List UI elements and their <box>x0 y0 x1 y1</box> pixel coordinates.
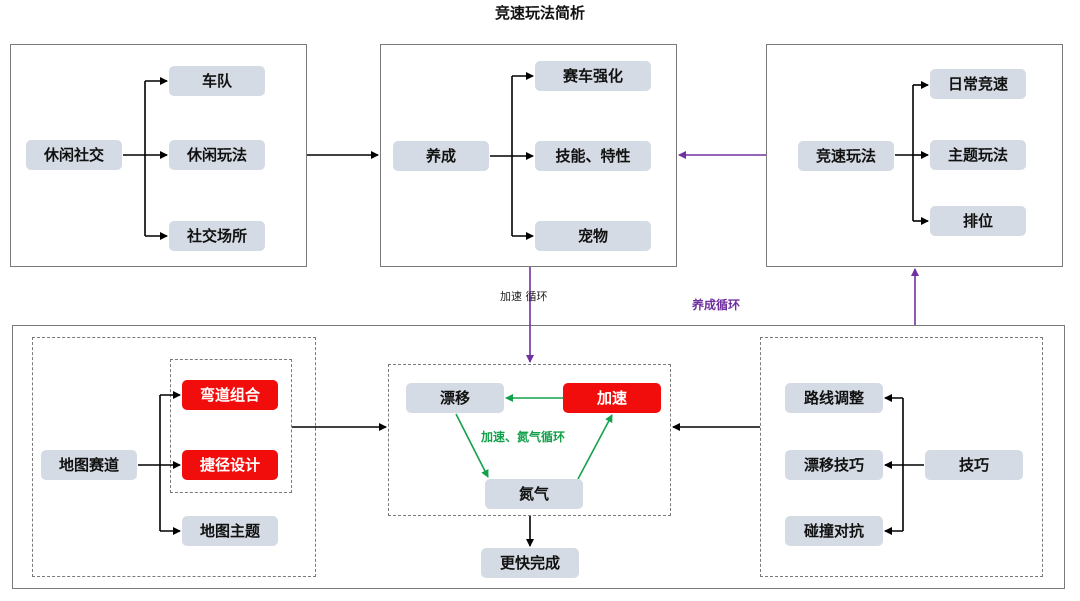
edge-label-growth-loop: 养成循环 <box>692 298 741 312</box>
node-car-upgrade[interactable]: 赛车强化 <box>535 61 651 91</box>
node-map-theme[interactable]: 地图主题 <box>182 516 278 546</box>
edge-label-boost-loop: 加速 循环 <box>500 290 548 303</box>
node-skills-traits[interactable]: 技能、特性 <box>535 141 651 171</box>
node-growth-root[interactable]: 养成 <box>393 141 489 171</box>
node-shortcut-design[interactable]: 捷径设计 <box>182 450 278 480</box>
node-route-adjust[interactable]: 路线调整 <box>785 383 883 413</box>
cycle-label: 加速、氮气循环 <box>481 430 566 444</box>
map-group <box>32 337 316 577</box>
edge-nitro-to-boost <box>577 414 613 480</box>
node-drift-skill[interactable]: 漂移技巧 <box>785 450 883 480</box>
node-pet[interactable]: 宠物 <box>535 221 651 251</box>
node-boost[interactable]: 加速 <box>563 383 661 413</box>
node-casual-play[interactable]: 休闲玩法 <box>169 140 265 170</box>
node-nitro[interactable]: 氮气 <box>485 479 583 509</box>
diagram-title: 竞速玩法简析 <box>494 4 585 22</box>
node-corner-combo[interactable]: 弯道组合 <box>182 380 278 410</box>
cycle-group <box>388 364 671 516</box>
node-theme-play[interactable]: 主题玩法 <box>930 140 1026 170</box>
node-team[interactable]: 车队 <box>169 66 265 96</box>
skills-group <box>760 337 1043 577</box>
node-collision[interactable]: 碰撞对抗 <box>785 516 883 546</box>
edge-drift-to-nitro <box>455 413 489 478</box>
node-racing-root[interactable]: 竞速玩法 <box>798 141 894 171</box>
node-social-root[interactable]: 休闲社交 <box>26 140 122 170</box>
node-faster-finish[interactable]: 更快完成 <box>481 548 579 578</box>
node-social-venue[interactable]: 社交场所 <box>169 221 265 251</box>
node-drift[interactable]: 漂移 <box>406 383 504 413</box>
node-daily-race[interactable]: 日常竞速 <box>930 69 1026 99</box>
node-map-root[interactable]: 地图赛道 <box>41 450 137 480</box>
node-skills-root[interactable]: 技巧 <box>925 450 1023 480</box>
node-ranked[interactable]: 排位 <box>930 206 1026 236</box>
map-highlight-group <box>170 359 292 493</box>
